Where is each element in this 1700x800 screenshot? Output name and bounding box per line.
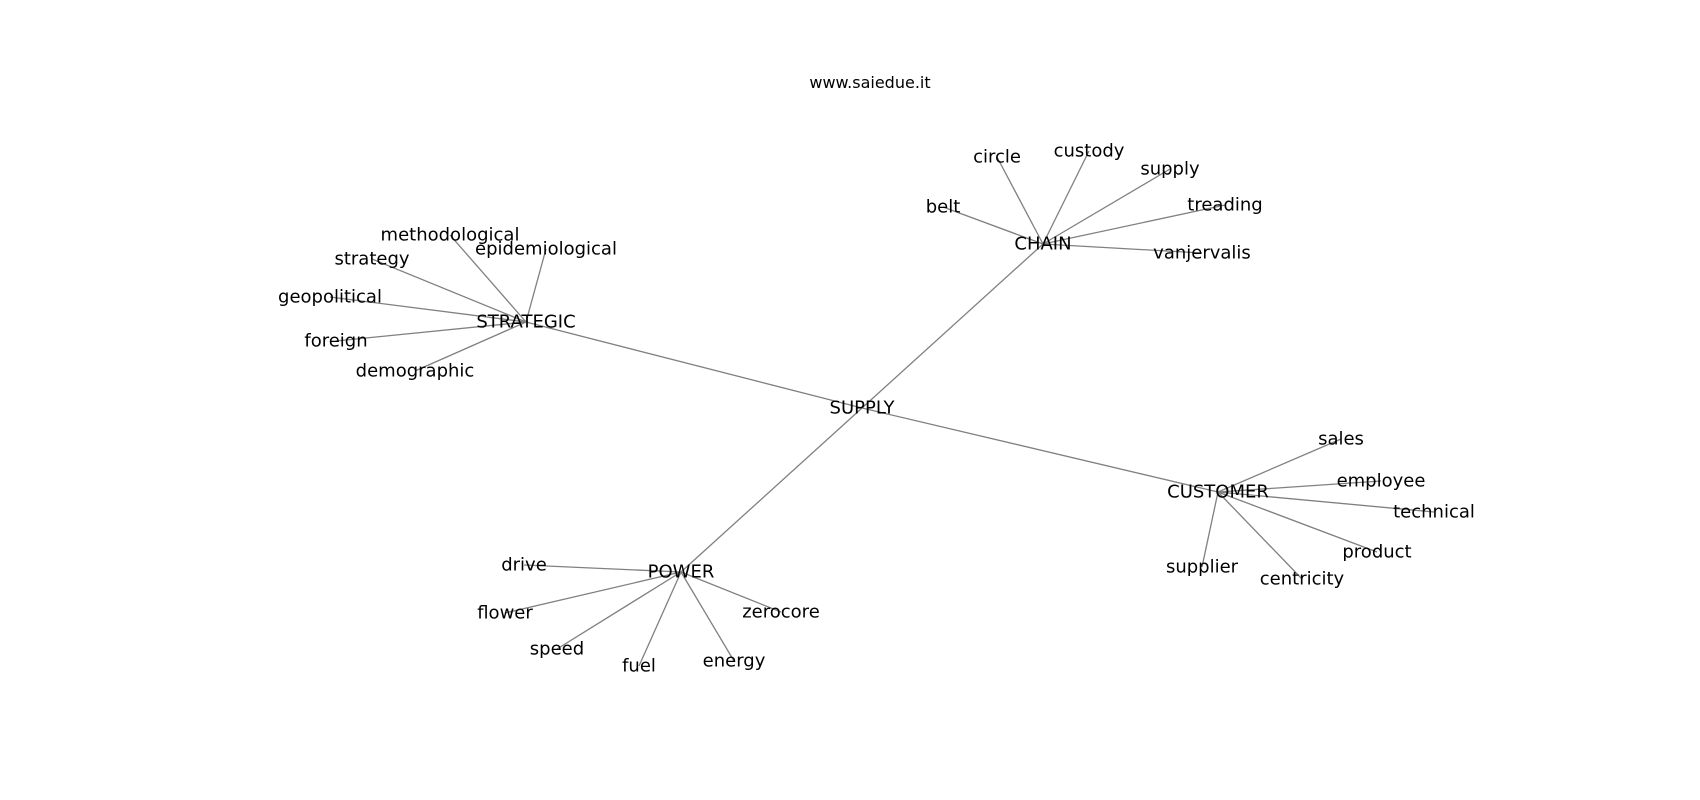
node-hub-customer: CUSTOMER: [1167, 482, 1269, 503]
edge-customer-sales: [1217, 438, 1342, 493]
node-hub-power: POWER: [648, 562, 715, 583]
edge-chain-supply: [1042, 168, 1171, 245]
edge-customer-centricity: [1217, 491, 1303, 580]
node-leaf-zerocore: zerocore: [742, 602, 820, 623]
node-leaf-sales: sales: [1318, 429, 1364, 450]
edge-power-speed: [556, 571, 682, 650]
node-leaf-foreign: foreign: [304, 331, 367, 352]
edge-customer-technical: [1217, 491, 1435, 513]
edge-root-customer: [861, 407, 1219, 493]
node-leaf-vanjervalis: vanjervalis: [1153, 243, 1251, 264]
edge-strategic-epidemiological: [525, 248, 547, 323]
node-leaf-fuel: fuel: [622, 656, 656, 677]
edge-chain-treading: [1042, 204, 1226, 245]
node-leaf-circle: circle: [973, 147, 1021, 168]
edge-power-energy: [680, 571, 735, 662]
node-leaf-flower: flower: [477, 603, 533, 624]
edge-power-flower: [504, 571, 682, 614]
node-leaf-strategy: strategy: [334, 249, 409, 270]
site-title: www.saiedue.it: [809, 73, 930, 92]
node-leaf-custody: custody: [1054, 141, 1125, 162]
node-leaf-employee: employee: [1337, 471, 1426, 492]
node-leaf-product: product: [1342, 542, 1411, 563]
node-hub-strategic: STRATEGIC: [476, 312, 575, 333]
edge-customer-supplier: [1201, 491, 1219, 568]
edge-customer-employee: [1217, 480, 1382, 493]
edge-strategic-geopolitical: [329, 296, 527, 323]
node-leaf-epidemiological: epidemiological: [475, 239, 617, 260]
node-leaf-energy: energy: [703, 651, 766, 672]
node-leaf-drive: drive: [501, 555, 547, 576]
node-leaf-methodological: methodological: [381, 225, 520, 246]
edge-chain-vanjervalis: [1042, 243, 1203, 254]
node-hub-chain: CHAIN: [1014, 234, 1071, 255]
edge-power-fuel: [638, 571, 682, 667]
edge-strategic-strategy: [371, 258, 527, 323]
node-leaf-speed: speed: [530, 639, 584, 660]
edge-layer: [329, 150, 1435, 667]
node-leaf-centricity: centricity: [1260, 569, 1345, 590]
node-leaf-belt: belt: [926, 197, 961, 218]
node-leaf-supply: supply: [1140, 159, 1200, 180]
edge-strategic-foreign: [335, 321, 527, 342]
edge-strategic-demographic: [414, 321, 527, 372]
edge-chain-circle: [996, 156, 1044, 245]
edge-customer-product: [1217, 491, 1378, 553]
edge-power-zerocore: [680, 571, 782, 613]
node-root: SUPPLY: [830, 398, 896, 419]
node-leaf-technical: technical: [1393, 502, 1475, 523]
edge-chain-belt: [942, 206, 1044, 245]
node-leaf-demographic: demographic: [356, 361, 475, 382]
node-leaf-geopolitical: geopolitical: [278, 287, 382, 308]
edge-root-power: [680, 407, 863, 573]
node-leaf-supplier: supplier: [1166, 557, 1239, 578]
edge-root-strategic: [525, 321, 863, 409]
label-layer: SUPPLY CHAIN circle custody supply treading va…: [278, 141, 1475, 677]
edge-strategic-methodological: [449, 234, 527, 323]
edge-root-chain: [861, 243, 1044, 409]
edge-power-drive: [523, 564, 682, 573]
node-leaf-treading: treading: [1187, 195, 1262, 216]
edge-chain-custody: [1042, 150, 1090, 245]
